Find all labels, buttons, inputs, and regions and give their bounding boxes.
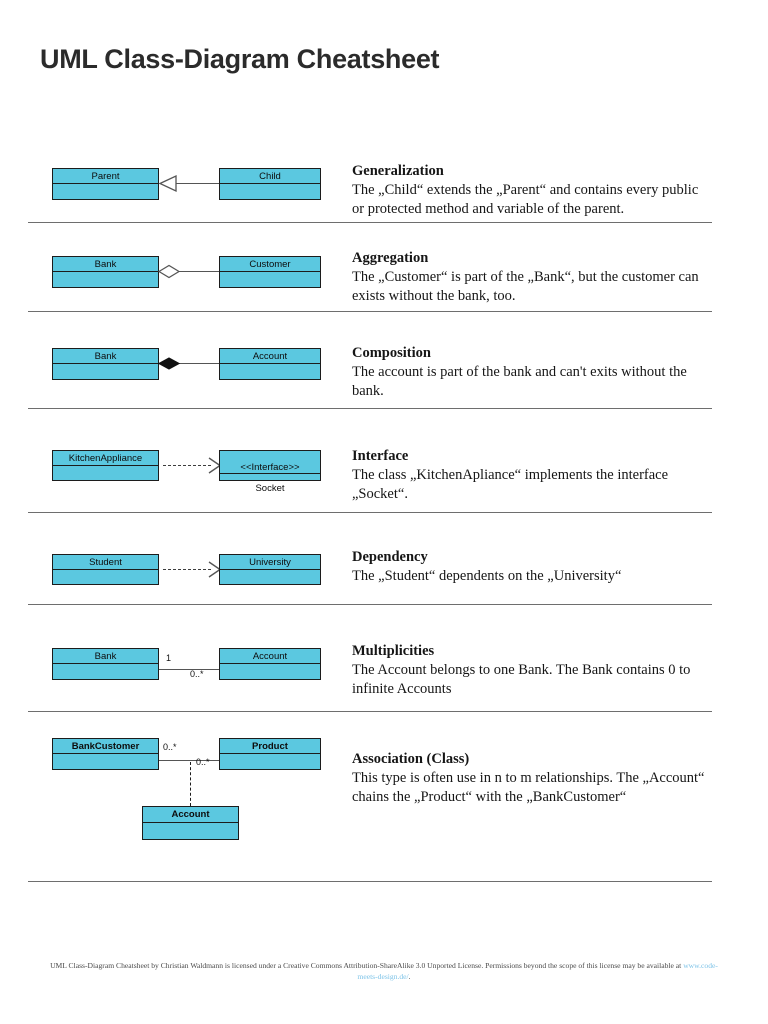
body-multiplicities: The Account belongs to one Bank. The Ban…: [352, 662, 691, 697]
section-divider: [28, 512, 712, 513]
class-box-kitchenappliance: KitchenAppliance: [52, 450, 159, 481]
class-body: [220, 570, 320, 584]
class-box-account: Account: [219, 348, 321, 380]
description-generalization: Generalization The „Child“ extends the „…: [352, 163, 708, 218]
class-body: [53, 570, 158, 584]
class-name-account: Account: [143, 807, 238, 823]
interface-connector: [163, 465, 211, 466]
hollow-triangle-icon: [158, 174, 177, 193]
class-body: [220, 272, 320, 287]
class-box-customer: Customer: [219, 256, 321, 288]
class-name-bankcustomer: BankCustomer: [53, 739, 158, 754]
class-box-bank: Bank: [52, 256, 159, 288]
description-aggregation: Aggregation The „Customer“ is part of th…: [352, 250, 708, 305]
multiplicity-label-right: 0..*: [190, 669, 204, 679]
multiplicity-connector: [159, 669, 219, 670]
section-divider: [28, 711, 712, 712]
stereotype-label: <<Interface>>: [240, 461, 300, 473]
class-box-product: Product: [219, 738, 321, 770]
section-divider: [28, 604, 712, 605]
class-body: [53, 184, 158, 199]
class-box-bank: Bank: [52, 348, 159, 380]
class-box-university: University: [219, 554, 321, 585]
class-box-student: Student: [52, 554, 159, 585]
class-body: [53, 272, 158, 287]
class-body: [220, 754, 320, 769]
license-text: UML Class-Diagram Cheatsheet by Christia…: [50, 961, 684, 970]
body-generalization: The „Child“ extends the „Parent“ and con…: [352, 182, 699, 217]
class-name-parent: Parent: [53, 169, 158, 184]
class-name-bank: Bank: [53, 257, 158, 272]
description-multiplicities: Multiplicities The Account belongs to on…: [352, 643, 708, 698]
multiplicity-label-right: 0..*: [196, 757, 210, 767]
heading-interface: Interface: [352, 448, 409, 464]
heading-generalization: Generalization: [352, 163, 444, 179]
class-name-student: Student: [53, 555, 158, 570]
class-name-child: Child: [220, 169, 320, 184]
description-composition: Composition The account is part of the b…: [352, 345, 708, 400]
class-box-child: Child: [219, 168, 321, 200]
class-box-parent: Parent: [52, 168, 159, 200]
association-class-link: [190, 762, 191, 806]
class-name-socket: <<Interface>> Socket: [220, 451, 320, 493]
class-name-bank: Bank: [53, 349, 158, 364]
class-body: [220, 364, 320, 379]
body-aggregation: The „Customer“ is part of the „Bank“, bu…: [352, 269, 699, 304]
multiplicity-label-left: 1: [166, 653, 172, 663]
class-box-account-association: Account: [142, 806, 239, 840]
interface-name: Socket: [255, 482, 285, 494]
class-box-socket: <<Interface>> Socket: [219, 450, 321, 493]
class-body: [220, 184, 320, 199]
page-title: UML Class-Diagram Cheatsheet: [40, 44, 440, 74]
section-divider: [28, 311, 712, 312]
body-association-class: This type is often use in n to m relatio…: [352, 770, 705, 805]
heading-dependency: Dependency: [352, 549, 428, 565]
description-interface: Interface The class „KitchenApliance“ im…: [352, 448, 708, 503]
description-dependency: Dependency The „Student“ dependents on t…: [352, 549, 708, 586]
class-box-bankcustomer: BankCustomer: [52, 738, 159, 770]
composition-connector: [178, 363, 220, 364]
class-name-bank: Bank: [53, 649, 158, 664]
multiplicity-label-left: 0..*: [163, 742, 177, 752]
filled-diamond-icon: [157, 357, 181, 370]
license-link[interactable]: www.code-meets-design.de/: [357, 961, 718, 981]
class-body: [53, 754, 158, 769]
dependency-connector: [163, 569, 211, 570]
body-composition: The account is part of the bank and can'…: [352, 364, 687, 399]
class-name-account: Account: [220, 649, 320, 664]
class-name-customer: Customer: [220, 257, 320, 272]
class-body: [53, 364, 158, 379]
generalization-connector: [175, 183, 219, 184]
class-box-bank: Bank: [52, 648, 159, 680]
class-name-university: University: [220, 555, 320, 570]
body-dependency: The „Student“ dependents on the „Univers…: [352, 568, 622, 584]
class-body: [53, 466, 158, 480]
license-text-end: .: [408, 972, 411, 981]
class-name-account: Account: [220, 349, 320, 364]
section-divider: [28, 881, 712, 882]
heading-composition: Composition: [352, 345, 431, 361]
heading-multiplicities: Multiplicities: [352, 643, 435, 659]
class-box-account: Account: [219, 648, 321, 680]
section-divider: [28, 408, 712, 409]
class-name-product: Product: [220, 739, 320, 754]
class-body: [143, 823, 238, 839]
class-name-kitchenappliance: KitchenAppliance: [53, 451, 158, 466]
body-interface: The class „KitchenApliance“ implements t…: [352, 467, 669, 502]
class-body: [220, 664, 320, 679]
license-footer: UML Class-Diagram Cheatsheet by Christia…: [48, 960, 720, 982]
heading-association-class: Association (Class): [352, 751, 470, 767]
association-connector: [159, 760, 219, 761]
class-body: [220, 474, 320, 480]
aggregation-connector: [178, 271, 220, 272]
hollow-diamond-icon: [157, 264, 181, 279]
class-body: [53, 664, 158, 679]
description-association-class: Association (Class) This type is often u…: [352, 751, 708, 806]
heading-aggregation: Aggregation: [352, 250, 429, 266]
section-divider: [28, 222, 712, 223]
